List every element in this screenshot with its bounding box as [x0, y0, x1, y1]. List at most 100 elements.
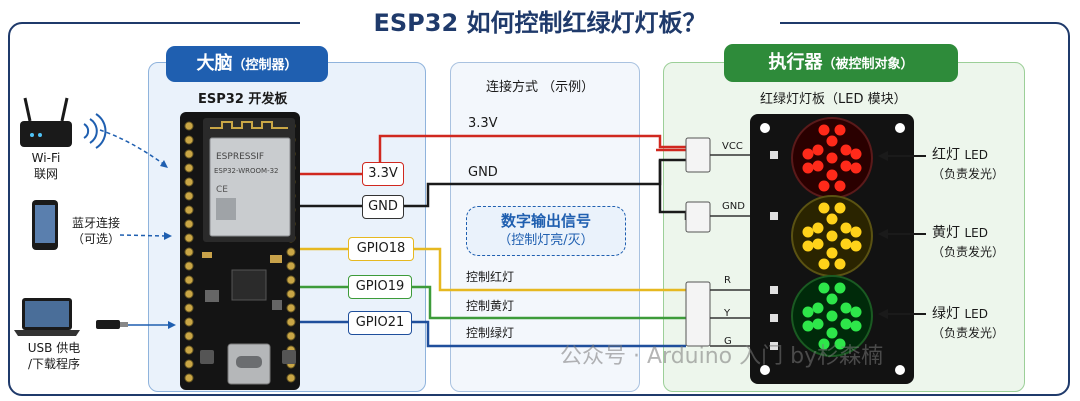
pin-gpio18: GPIO18 — [348, 237, 414, 261]
yellow-led-name: 黄灯 — [932, 225, 960, 241]
led-dot — [802, 320, 814, 332]
led-dot — [818, 338, 830, 350]
led-dot — [834, 258, 846, 270]
led-board-title: 红绿灯灯板（LED 模块） — [760, 92, 907, 107]
red-led-suffix: LED — [964, 148, 988, 162]
green-led-suffix: LED — [964, 307, 988, 321]
led-dot — [834, 202, 846, 214]
esp32-board-title: ESP32 开发板 — [198, 92, 288, 107]
executor-pill-sub: （被控制对象） — [822, 57, 914, 72]
wire-label-3v3: 3.3V — [468, 116, 498, 131]
connector-blocks — [685, 137, 770, 347]
wifi-label: Wi-Fi 联网 — [18, 150, 74, 182]
green-led-label: 绿灯 LED （负责发光） — [932, 305, 1004, 343]
led-dot — [850, 240, 862, 252]
led-dot — [818, 258, 830, 270]
led-dot — [850, 306, 862, 318]
wire-label-yellow: 控制黄灯 — [466, 299, 515, 313]
pin-3v3: 3.3V — [362, 162, 404, 186]
led-dot — [826, 247, 838, 259]
led-dot — [840, 160, 852, 172]
module-model: ESP32-WROOM-32 — [214, 167, 279, 175]
led-dot — [812, 302, 824, 314]
phone-icon — [32, 200, 58, 250]
module-brand: ESPRESSIF — [216, 152, 264, 162]
led-pin-g: G — [724, 336, 732, 347]
led-dot — [834, 282, 846, 294]
led-dot — [834, 338, 846, 350]
signal-callout: 数字输出信号 （控制灯亮/灭） — [466, 206, 626, 256]
bluetooth-label-line1: 蓝牙连接 — [71, 216, 120, 230]
led-dot — [802, 226, 814, 238]
brain-pill: 大脑（控制器） — [166, 46, 328, 82]
led-dot — [802, 148, 814, 160]
led-dot — [834, 124, 846, 136]
usb-cable-icon — [96, 320, 128, 329]
led-dot — [812, 238, 824, 250]
executor-pill: 执行器（被控制对象） — [724, 44, 958, 82]
page-title: ESP32 如何控制红绿灯灯板？ — [300, 6, 780, 40]
laptop-icon — [14, 298, 80, 336]
traffic-light-board — [750, 114, 914, 384]
usb-label: USB 供电 /下载程序 — [14, 340, 94, 372]
led-dot — [826, 293, 838, 305]
led-dot — [850, 148, 862, 160]
bluetooth-label-line2: （可选） — [71, 232, 120, 246]
watermark: 公众号 · Arduino 入门 by杉森楠 — [560, 344, 884, 369]
led-dot — [812, 160, 824, 172]
led-dot — [840, 144, 852, 156]
led-dot — [802, 306, 814, 318]
yellow-led-suffix: LED — [964, 226, 988, 240]
led-dot — [826, 135, 838, 147]
pin-gpio19: GPIO19 — [348, 275, 412, 299]
led-dot — [850, 226, 862, 238]
led-pin-gnd: GND — [722, 201, 745, 212]
wires — [300, 134, 688, 348]
esp32-board: ESPRESSIF ESP32-WROOM-32 CE — [180, 112, 300, 390]
led-dot — [826, 169, 838, 181]
led-dot — [826, 327, 838, 339]
connection-heading: 连接方式 （示例） — [486, 80, 595, 95]
led-pointer-arrows — [878, 151, 926, 319]
wifi-label-line1: Wi-Fi — [31, 151, 61, 165]
wire-label-gnd: GND — [468, 165, 498, 180]
wifi-label-line2: 联网 — [33, 167, 58, 181]
led-dot — [818, 124, 830, 136]
led-dot — [850, 320, 862, 332]
svg-text:CE: CE — [216, 185, 228, 195]
led-dot — [826, 213, 838, 225]
led-dot — [826, 230, 838, 242]
led-dot — [840, 318, 852, 330]
brain-pill-main: 大脑 — [196, 53, 233, 74]
brain-pill-sub: （控制器） — [232, 58, 298, 73]
led-dot — [826, 152, 838, 164]
usb-label-line2: /下载程序 — [27, 357, 81, 371]
yellow-led-label: 黄灯 LED （负责发光） — [932, 224, 1004, 262]
led-dot — [812, 222, 824, 234]
executor-pill-main: 执行器 — [768, 52, 823, 73]
led-pin-vcc: VCC — [722, 141, 743, 152]
yellow-led-sub: （负责发光） — [932, 245, 1005, 259]
led-dot — [840, 238, 852, 250]
device-dashed-arrows — [99, 129, 172, 326]
green-led-name: 绿灯 — [932, 306, 960, 322]
led-dot — [818, 180, 830, 192]
led-dot — [826, 310, 838, 322]
red-led-name: 红灯 — [932, 147, 960, 163]
led-dot — [818, 282, 830, 294]
esp32-left-header-pins — [184, 121, 194, 383]
led-dot — [818, 202, 830, 214]
router-icon — [20, 97, 72, 147]
pin-gpio21: GPIO21 — [348, 311, 412, 335]
green-led-sub: （负责发光） — [932, 326, 1005, 340]
led-dot — [812, 144, 824, 156]
bluetooth-label: 蓝牙连接 （可选） — [64, 215, 128, 247]
led-dot — [802, 240, 814, 252]
led-dot — [850, 162, 862, 174]
signal-subtitle: （控制灯亮/灭） — [498, 233, 594, 248]
pin-gnd: GND — [362, 195, 404, 219]
red-led-sub: （负责发光） — [932, 167, 1005, 181]
red-led-label: 红灯 LED （负责发光） — [932, 146, 1004, 184]
wire-label-green: 控制绿灯 — [466, 326, 515, 340]
